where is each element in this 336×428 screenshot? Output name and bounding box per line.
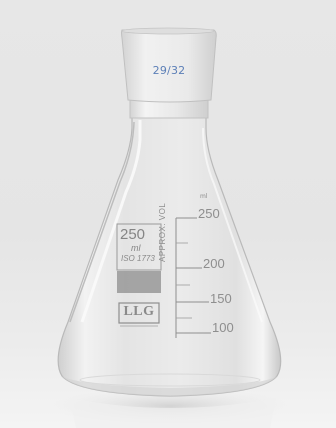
graduation-200: 200 — [203, 256, 225, 271]
highlight-left — [80, 120, 142, 323]
marking-patch — [117, 271, 161, 293]
logo-frame — [118, 302, 160, 324]
graduation-150: 150 — [210, 291, 232, 306]
joint-rim — [121, 27, 215, 35]
highlight-right — [202, 127, 263, 323]
joint-size-label: 29/32 — [152, 64, 186, 77]
brand-logo: LLG — [123, 304, 155, 319]
bottom-inner — [79, 373, 261, 387]
flask-body — [57, 111, 282, 397]
ground-joint — [121, 29, 217, 103]
standard-code-label: ISO 1773 — [121, 254, 155, 263]
edge-dark-left — [69, 121, 135, 323]
reflection-base — [70, 398, 276, 428]
capacity-label: 250 — [120, 226, 146, 243]
graduation-100: 100 — [212, 320, 234, 335]
flask-bottom — [62, 376, 277, 396]
marking-patch-frame — [116, 223, 162, 271]
scale-unit-label: ml — [200, 193, 208, 200]
capacity-unit-label: ml — [131, 243, 141, 253]
approx-vol-label: APPROX. VOL — [158, 202, 167, 262]
graduation-250: 250 — [198, 206, 220, 221]
